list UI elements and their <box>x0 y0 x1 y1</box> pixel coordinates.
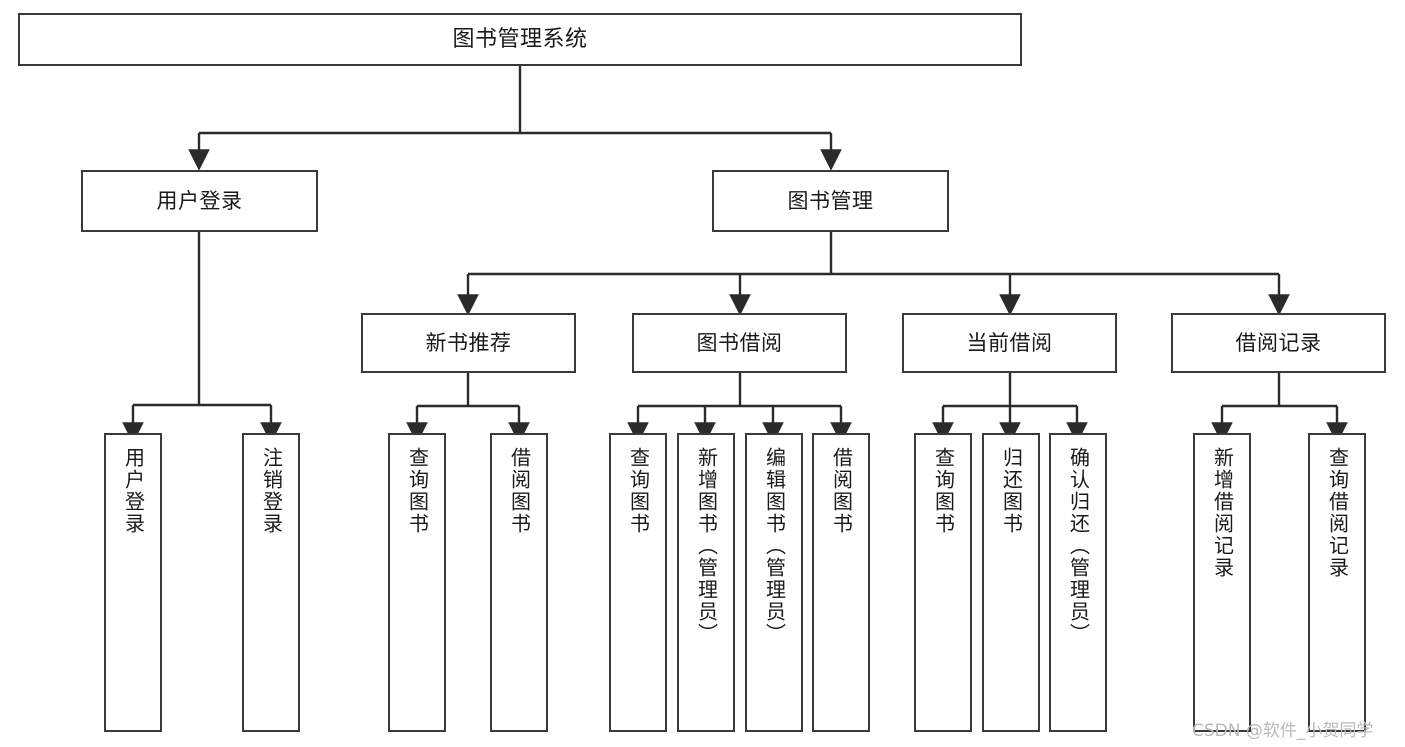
node-book-borrowing[interactable]: 图书借阅 <box>632 313 847 373</box>
node-label: 当前借阅 <box>966 330 1053 355</box>
node-label: 图书管理系统 <box>452 26 588 52</box>
node-new-book-recommendation[interactable]: 新书推荐 <box>361 313 576 373</box>
node-label: 借阅图书 <box>829 447 854 535</box>
node-root-book-management-system[interactable]: 图书管理系统 <box>18 13 1022 66</box>
node-label: 归还图书 <box>999 447 1024 535</box>
node-label: 查询借阅记录 <box>1325 447 1350 579</box>
csdn-watermark: CSDN @软件_小贺同学 <box>1192 721 1374 741</box>
leaf-return-book[interactable]: 归还图书 <box>982 433 1040 732</box>
node-label: 确认归还（管理员） <box>1066 447 1091 645</box>
leaf-borrow-book-borrowing[interactable]: 借阅图书 <box>812 433 870 732</box>
leaf-edit-book-admin[interactable]: 编辑图书（管理员） <box>745 433 803 732</box>
node-label: 图书借阅 <box>696 330 783 355</box>
node-label: 查询图书 <box>626 447 651 535</box>
leaf-query-borrowing-record[interactable]: 查询借阅记录 <box>1308 433 1366 732</box>
leaf-query-book-current[interactable]: 查询图书 <box>914 433 972 732</box>
node-label: 新书推荐 <box>425 330 512 355</box>
node-current-borrowing[interactable]: 当前借阅 <box>902 313 1117 373</box>
leaf-query-book-new-recommendation[interactable]: 查询图书 <box>388 433 446 732</box>
leaf-user-login[interactable]: 用户登录 <box>104 433 162 732</box>
node-label: 新增图书（管理员） <box>694 447 719 645</box>
node-label: 图书管理 <box>787 188 874 213</box>
node-label: 注销登录 <box>259 447 284 535</box>
leaf-confirm-return-admin[interactable]: 确认归还（管理员） <box>1049 433 1107 732</box>
node-label: 新增借阅记录 <box>1210 447 1235 579</box>
leaf-user-logout[interactable]: 注销登录 <box>242 433 300 732</box>
node-label: 借阅图书 <box>507 447 532 535</box>
leaf-query-book-borrowing[interactable]: 查询图书 <box>609 433 667 732</box>
leaf-borrow-book-new-recommendation[interactable]: 借阅图书 <box>490 433 548 732</box>
node-label: 借阅记录 <box>1235 330 1322 355</box>
leaf-add-book-admin[interactable]: 新增图书（管理员） <box>677 433 735 732</box>
node-borrowing-record[interactable]: 借阅记录 <box>1171 313 1386 373</box>
node-label: 编辑图书（管理员） <box>762 447 787 645</box>
node-label: 用户登录 <box>156 188 243 213</box>
leaf-add-borrowing-record[interactable]: 新增借阅记录 <box>1193 433 1251 732</box>
node-label: 查询图书 <box>931 447 956 535</box>
node-user-login[interactable]: 用户登录 <box>81 170 318 232</box>
node-label: 用户登录 <box>121 447 146 535</box>
node-book-management[interactable]: 图书管理 <box>712 170 949 232</box>
node-label: 查询图书 <box>405 447 430 535</box>
